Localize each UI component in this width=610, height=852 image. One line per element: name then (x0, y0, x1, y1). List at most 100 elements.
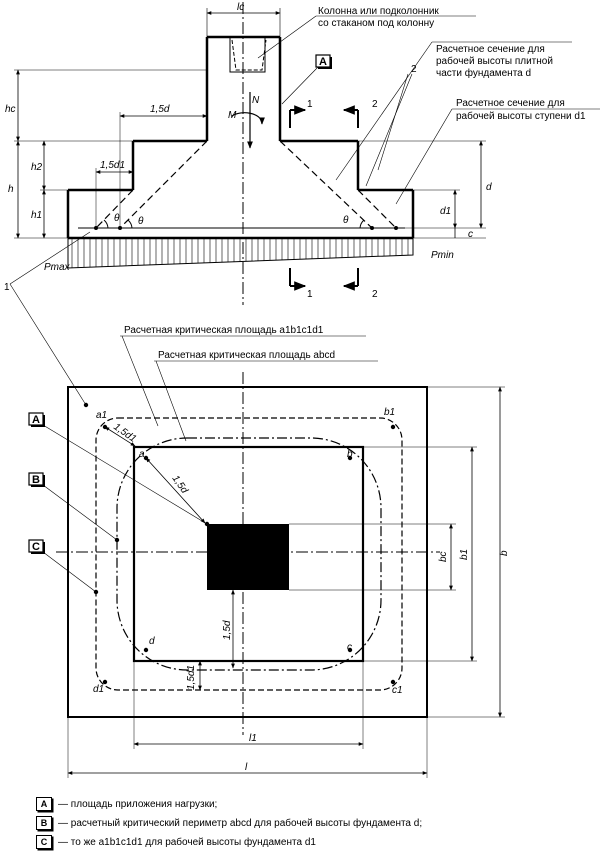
label-1-leader-a (9, 283, 87, 406)
plan-dim-15d-arrow (145, 457, 206, 524)
section-box-a-leader (281, 66, 319, 105)
label-2-plate: 2 (411, 64, 417, 75)
plan-box-b-leader (42, 484, 118, 541)
corner-a-label: a (139, 449, 145, 460)
dim-15d-label: 1,5d (150, 104, 170, 115)
dim-b-label: b (499, 550, 510, 556)
label-1-leader-b (9, 231, 91, 285)
column-label-line2: со стаканом под колонну (318, 18, 434, 29)
dim-h-label: h (8, 184, 14, 195)
plan-view: a b c d a1 b1 c1 d1 1,5d1 1,5d 1,5d 1,5d… (4, 231, 510, 778)
dim-b1-label: b1 (459, 549, 470, 560)
section-box-a-label: A (319, 56, 327, 68)
moment-m-label: M (228, 110, 237, 121)
section-2-mark-top (344, 110, 359, 128)
dim-d1-label: d1 (440, 206, 451, 217)
p-max-label: Pmax (44, 262, 71, 273)
column-plan (207, 524, 289, 590)
section-2-label-top: 2 (372, 99, 378, 110)
p-min-label: Pmin (431, 250, 454, 261)
soil-pressure-outline (67, 238, 414, 269)
dim-15d1-label: 1,5d1 (100, 160, 125, 171)
section-1-mark-bottom (289, 268, 305, 286)
punching-pyramid-left (95, 140, 208, 229)
dim-d-label: d (486, 182, 492, 193)
plan-box-a (28, 412, 44, 426)
dim-c-label: c (468, 229, 473, 240)
plan-dim-15d-label: 1,5d (170, 473, 190, 496)
section-plate-label-3: части фундамента d (436, 67, 531, 79)
critical-area-a1-leader (121, 335, 159, 427)
corner-d1-label: d1 (93, 684, 104, 695)
section-plate-leader (335, 41, 433, 181)
plan-box-b-label: B (32, 474, 40, 486)
theta-label-1: θ (114, 213, 120, 224)
section-view: θ θ θ Pmax Pmin N M lc Колонна или подко… (5, 2, 600, 305)
corner-b1-label: b1 (384, 407, 395, 418)
section-step-label-1: Расчетное сечение для (456, 98, 565, 109)
plan-dim-15d1-vertical-label: 1,5d1 (186, 665, 197, 690)
section-box-a (315, 54, 331, 68)
critical-area-a1-label: Расчетная критическая площадь a1b1c1d1 (124, 325, 324, 336)
corner-a1-label: a1 (96, 410, 107, 421)
plan-box-c-leader (42, 551, 97, 593)
section-step-leader (395, 108, 453, 205)
theta-label-2: θ (138, 216, 144, 227)
legend-row-b: B — расчетный критический периметр abcd … (36, 815, 422, 831)
upper-step-outline (131, 139, 360, 190)
plan-box-b (28, 472, 44, 486)
punching-pyramid-right (279, 140, 397, 229)
critical-perimeter-a1b1c1d1 (95, 417, 403, 691)
section-2-label-bottom: 2 (372, 289, 378, 300)
plan-box-c-label: C (32, 541, 40, 553)
column-label-leader (257, 15, 317, 59)
section-1-label-bottom: 1 (307, 289, 313, 300)
label-1: 1 (4, 282, 10, 293)
legend-key-c: C (36, 835, 52, 849)
plan-box-a-label: A (32, 414, 40, 426)
dim-bc-label: bc (438, 551, 449, 562)
soil-pressure-hatch (71, 238, 409, 268)
critical-area-abcd-leader (155, 360, 187, 442)
label-2-leader-a (377, 73, 409, 171)
dim-hc-label: hc (5, 104, 16, 115)
legend-row-c: C — то же a1b1c1d1 для рабочей высоты фу… (36, 834, 316, 850)
legend-text-a: — площадь приложения нагрузки; (58, 798, 218, 810)
theta-label-3: θ (343, 215, 349, 226)
plan-dim-15d1-arrow (104, 426, 136, 447)
dim-l1-label: l1 (249, 733, 257, 744)
legend-text-c: — то же a1b1c1d1 для рабочей высоты фунд… (58, 836, 316, 848)
legend-text-b: — расчетный критический периметр abcd дл… (58, 817, 423, 829)
dim-l-label: l (245, 762, 248, 773)
theta-arc-1 (103, 219, 109, 229)
column-socket (229, 37, 266, 73)
legend-row-a: A — площадь приложения нагрузки; (36, 796, 217, 812)
corner-c1-label: c1 (392, 685, 403, 696)
column-socket-taper (231, 39, 267, 71)
dim-h2-label: h2 (31, 162, 43, 173)
plan-box-c (28, 539, 44, 553)
critical-area-abcd-label: Расчетная критическая площадь abcd (158, 350, 335, 361)
force-n-label: N (252, 95, 260, 106)
theta-arc-3 (359, 219, 365, 229)
dim-h1-label: h1 (31, 210, 42, 221)
plan-dim-15d1-label: 1,5d1 (111, 421, 138, 444)
plan-dim-15d-vertical-label: 1,5d (222, 620, 233, 640)
corner-b-label: b (347, 449, 353, 460)
corner-d-label: d (149, 636, 155, 647)
legend-key-a: A (36, 797, 52, 811)
label-2-leader-b (365, 73, 413, 187)
theta-arc-2 (127, 219, 133, 229)
section-1-mark-top (289, 110, 305, 128)
column-label-line1: Колонна или подколонник (318, 6, 439, 17)
legend-key-b: B (36, 816, 52, 830)
critical-perimeter-abcd (116, 437, 382, 671)
plate-outline (66, 188, 415, 240)
section-plate-label-1: Расчетное сечение для (436, 44, 545, 55)
moment-m-arrow (231, 112, 265, 125)
section-1-label-top: 1 (307, 99, 313, 110)
section-step-label-2: рабочей высоты ступени d1 (456, 110, 586, 122)
dim-lc-label: lc (237, 2, 244, 13)
corner-c-label: c (347, 642, 352, 653)
